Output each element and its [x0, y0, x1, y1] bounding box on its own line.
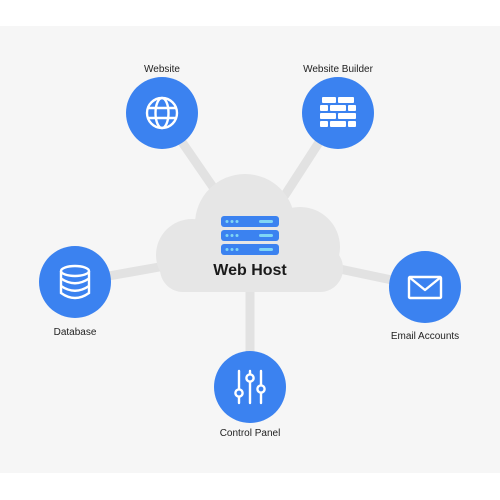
brick-wall-icon [320, 97, 356, 127]
label-email-accounts: Email Accounts [390, 331, 460, 342]
envelope-icon [407, 275, 443, 300]
label-database: Database [53, 327, 97, 338]
label-website: Website [144, 64, 180, 75]
server-rack-icon [221, 216, 279, 255]
sliders-icon [234, 369, 266, 405]
node-database [39, 246, 111, 318]
globe-icon [145, 96, 179, 130]
node-control-panel [214, 351, 286, 423]
database-icon [59, 264, 91, 300]
center-label: Web Host [213, 262, 287, 279]
node-website-builder [302, 77, 374, 149]
label-website-builder: Website Builder [303, 64, 373, 75]
label-control-panel: Control Panel [219, 428, 281, 439]
node-website [126, 77, 198, 149]
node-email-accounts [389, 251, 461, 323]
